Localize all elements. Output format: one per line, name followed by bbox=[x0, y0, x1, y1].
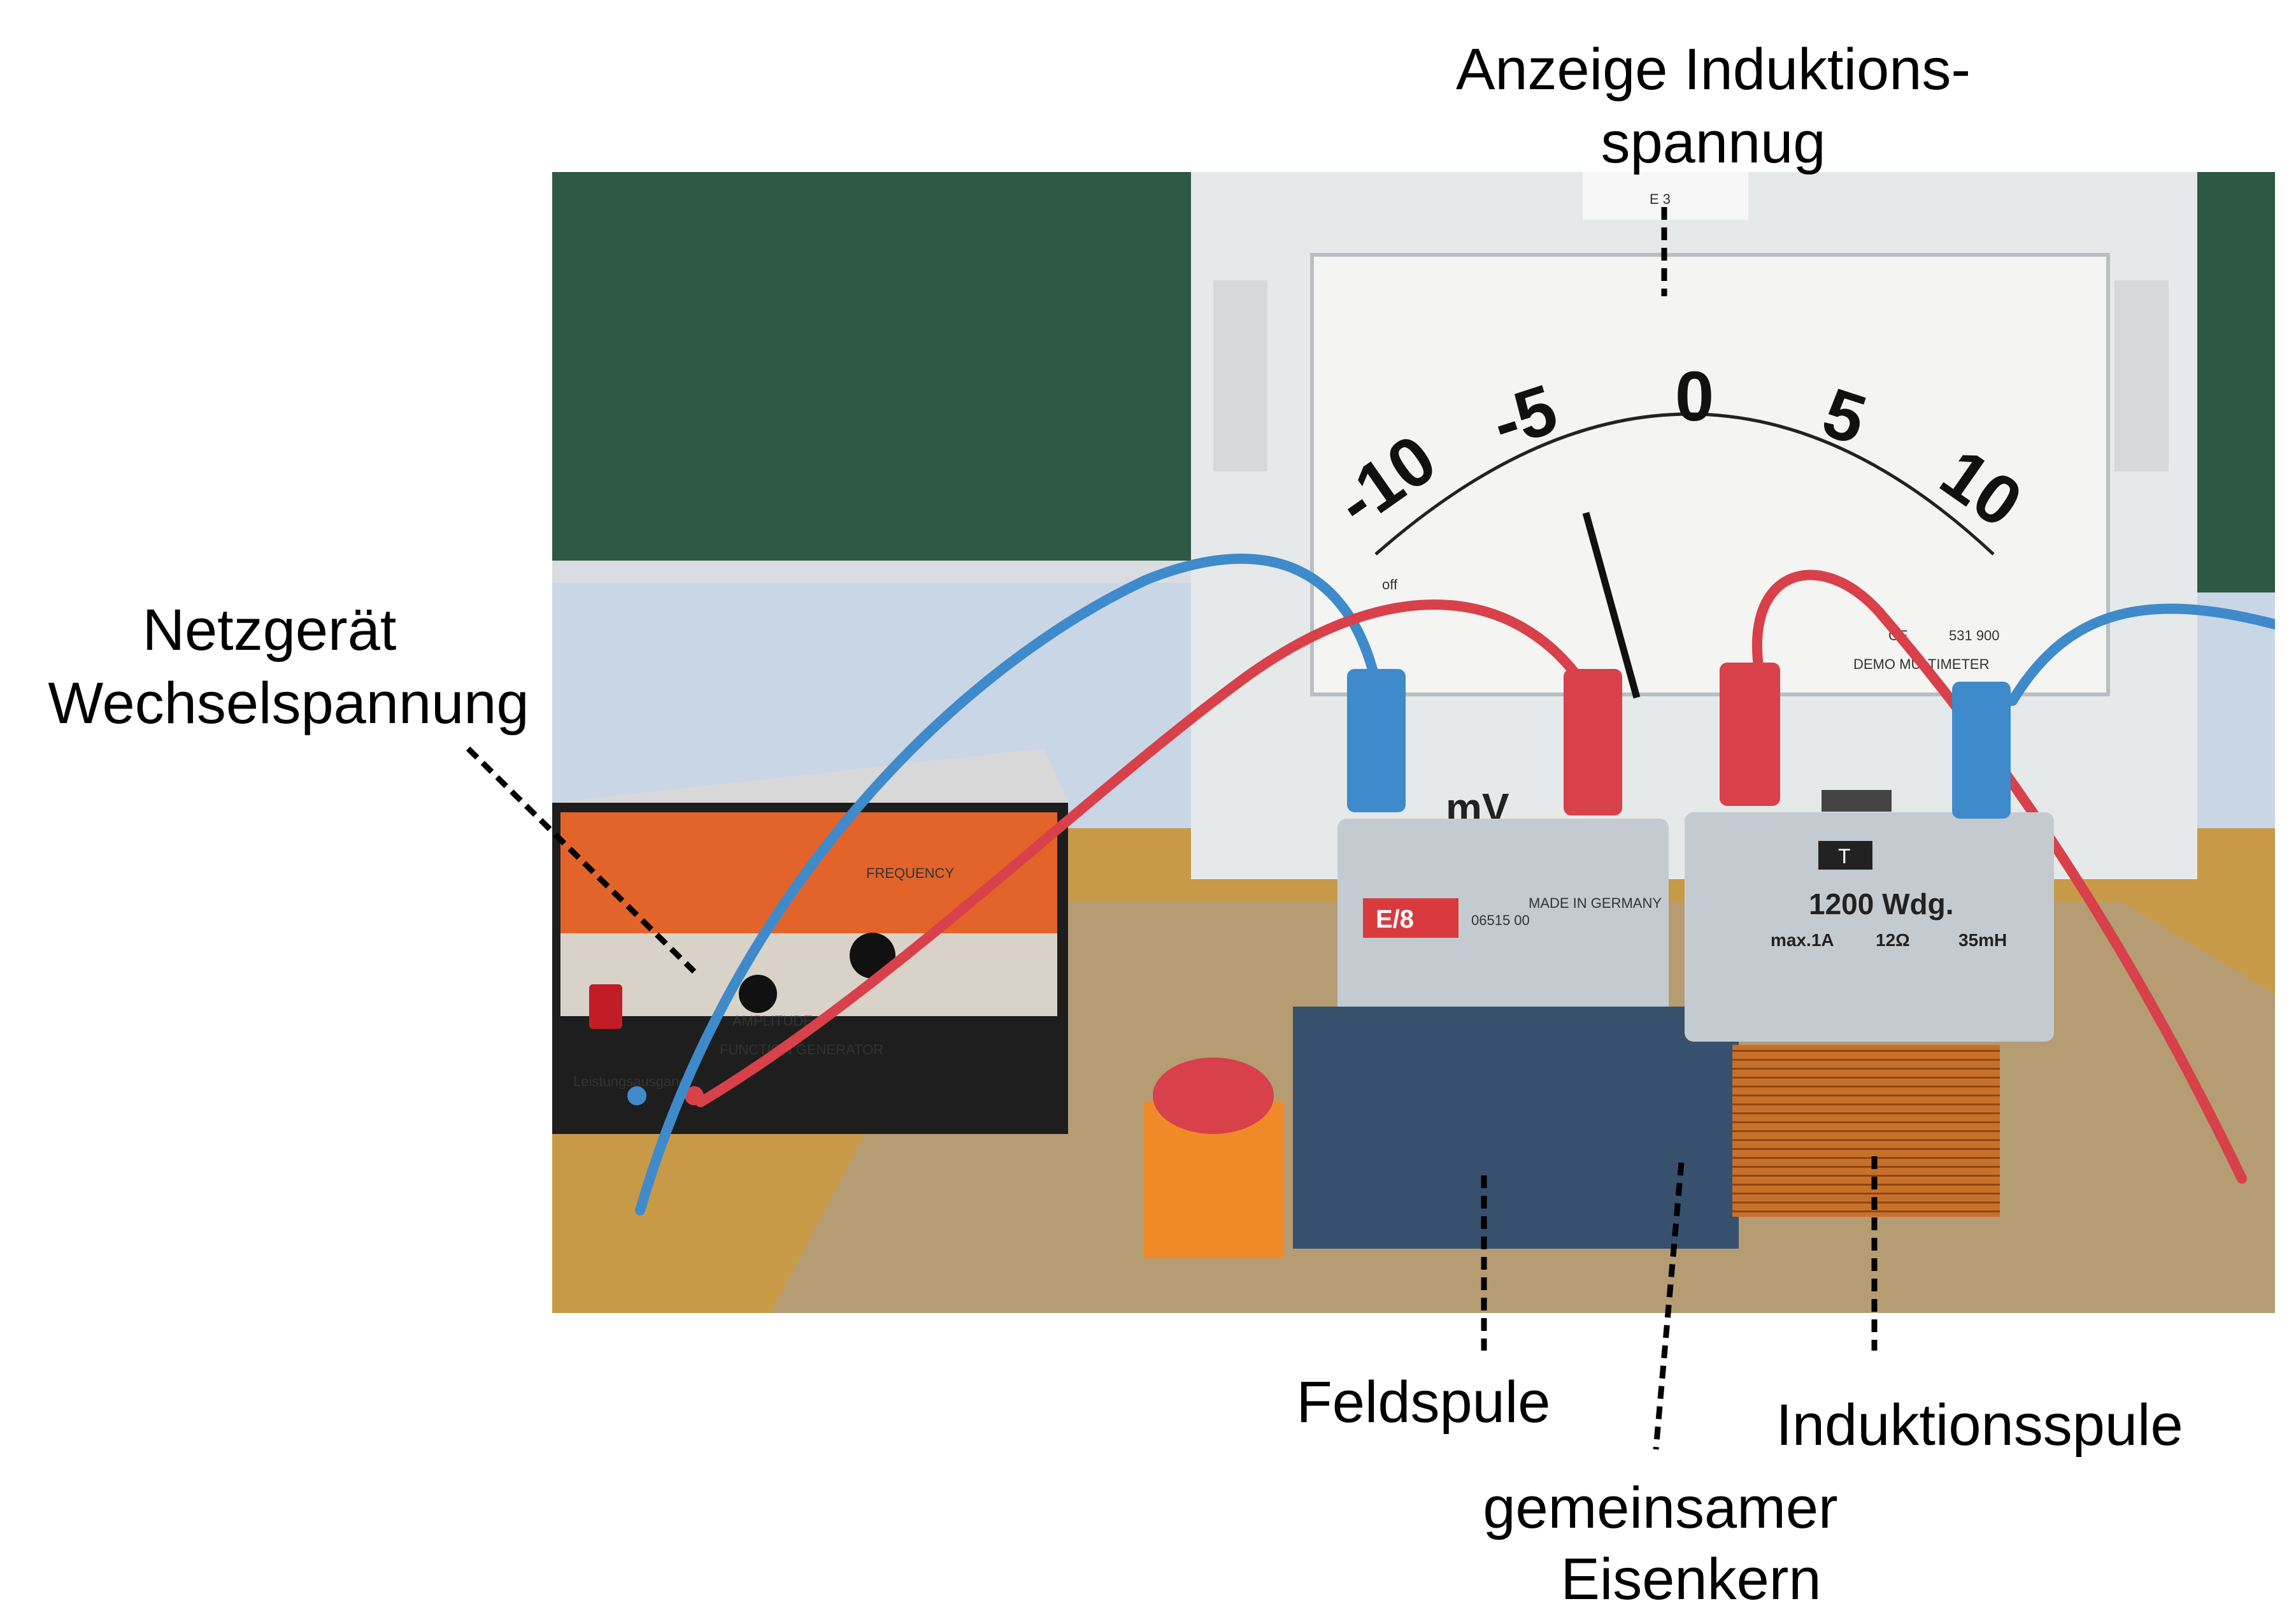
function-generator: Leistungsausgang FREQUENCY AMPLITUDE FUN… bbox=[552, 749, 1068, 1134]
label-induction-coil: Induktionsspule bbox=[1776, 1393, 2183, 1458]
red-cable-left bbox=[695, 599, 1591, 1107]
iron-core bbox=[1293, 1007, 1739, 1249]
meter-scale-arc bbox=[1374, 412, 1995, 556]
label-display-line1: Anzeige Induktions- bbox=[1456, 37, 1971, 102]
induction-coil-red-plug bbox=[1720, 663, 1780, 806]
red-cap bbox=[1153, 1058, 1274, 1134]
power-switch bbox=[589, 984, 622, 1029]
multimeter: E 3 -10 -5 0 5 10 off CE 531 900 DEMO MU… bbox=[1191, 172, 2197, 879]
field-coil-red-plug bbox=[1564, 669, 1622, 815]
label-power-line1: Netzgerät bbox=[143, 598, 397, 663]
annotations: Anzeige Induktions- spannug Netzgerät We… bbox=[48, 37, 2183, 1612]
meter-tag-text: E 3 bbox=[1650, 191, 1671, 207]
blue-cable-right bbox=[2007, 603, 2275, 706]
field-coil-blue-plug bbox=[1347, 669, 1406, 812]
amplitude-knob bbox=[739, 975, 777, 1013]
field-coil-red-tag bbox=[1363, 898, 1458, 938]
blue-cable-left bbox=[635, 554, 1381, 1216]
induction-coil-turns: 1200 Wdg. bbox=[1809, 887, 1954, 921]
induction-coil-tag-text: T bbox=[1838, 845, 1851, 868]
meter-model: 531 900 bbox=[1949, 628, 2000, 643]
induction-coil-inductance: 35mH bbox=[1958, 930, 2007, 950]
red-cable-right bbox=[1752, 570, 2247, 1184]
output-socket-blue bbox=[627, 1086, 646, 1105]
generator-output-label: Leistungsausgang bbox=[573, 1073, 687, 1089]
label-core-line2: Eisenkern bbox=[1560, 1547, 1821, 1612]
induction-coil-max-current: max.1A bbox=[1771, 930, 1834, 950]
label-field-coil: Feldspule bbox=[1297, 1370, 1551, 1435]
induction-coil-blue-plug bbox=[1952, 682, 2011, 819]
dc-symbol bbox=[1822, 790, 1892, 812]
generator-amplitude-label: AMPLITUDE bbox=[732, 1013, 813, 1029]
leader-power bbox=[466, 746, 697, 974]
field-coil-origin: MADE IN GERMANY bbox=[1529, 895, 1662, 911]
field-coil-housing bbox=[1337, 819, 1669, 1038]
induction-coil: T 1200 Wdg. max.1A 12Ω 35mH bbox=[1685, 663, 2054, 1217]
induction-coil-winding bbox=[1732, 1045, 2000, 1217]
generator-frequency-label: FREQUENCY bbox=[866, 865, 954, 881]
label-display-line2: spannug bbox=[1601, 110, 1826, 175]
field-coil-red-tag-text: E/8 bbox=[1376, 905, 1414, 933]
label-power-line2: Wechselspannung bbox=[48, 671, 529, 736]
cables bbox=[635, 554, 2275, 1216]
induction-coil-tag bbox=[1818, 841, 1872, 870]
photo: Leistungsausgang FREQUENCY AMPLITUDE FUN… bbox=[552, 172, 2275, 1313]
label-core-line1: gemeinsamer bbox=[1483, 1475, 1837, 1540]
meter-needle bbox=[1582, 512, 1641, 699]
generator-function-label: FUNCTION GENERATOR bbox=[720, 1042, 883, 1058]
leader-core bbox=[1653, 1162, 1685, 1450]
induction-coil-housing bbox=[1685, 812, 2054, 1042]
meter-tick-label: 0 bbox=[1675, 357, 1714, 436]
induction-coil-resistance: 12Ω bbox=[1876, 930, 1910, 950]
meter-dial bbox=[1310, 253, 2110, 696]
meter-off-mark: off bbox=[1382, 577, 1398, 592]
field-coil-article: 06515 00 bbox=[1471, 912, 1530, 928]
